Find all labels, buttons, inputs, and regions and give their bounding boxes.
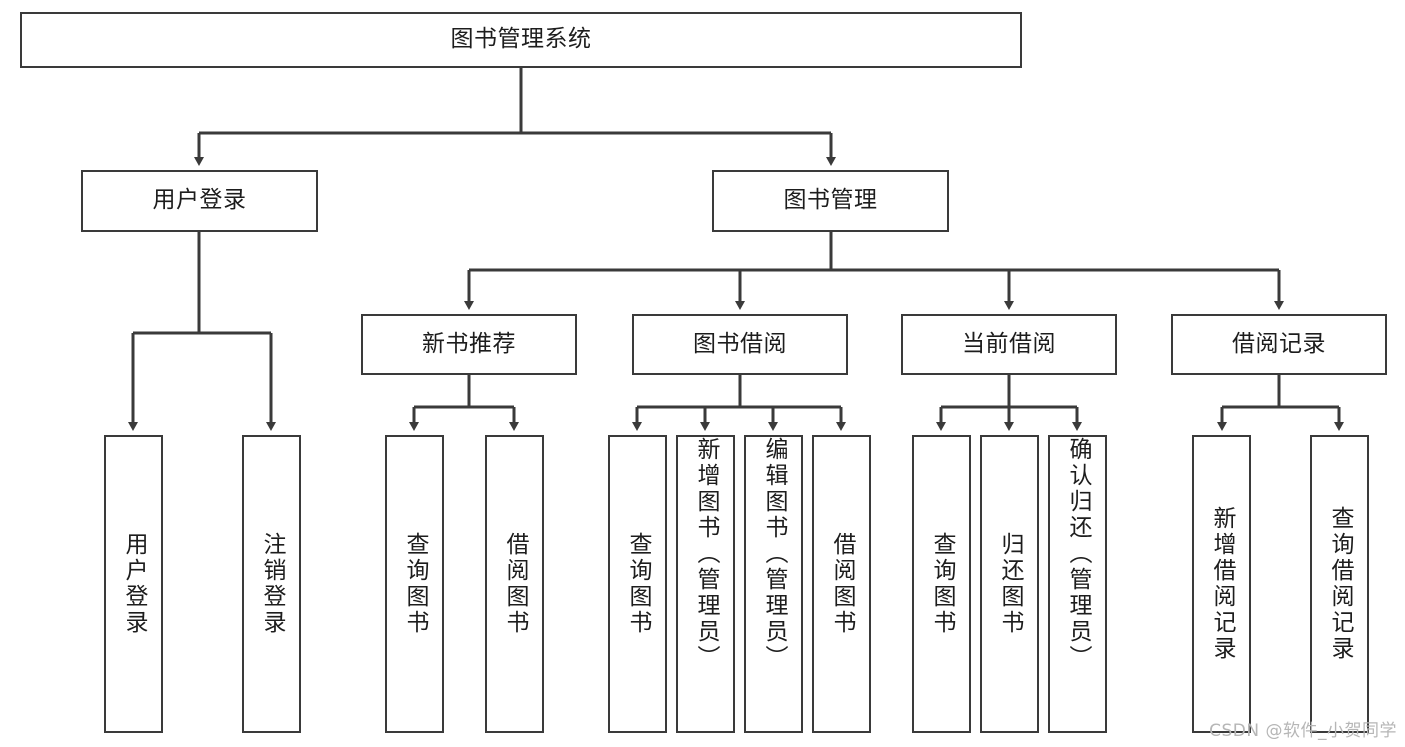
node-label: 新增图书（管理员） — [693, 437, 719, 671]
node-label: 确认归还（管理员） — [1065, 437, 1091, 671]
node-label: 编辑图书（管理员） — [761, 437, 787, 671]
node-label: 借阅图书 — [502, 532, 528, 636]
node-label: 查询借阅记录 — [1327, 506, 1353, 662]
node-label: 图书管理系统 — [450, 26, 592, 53]
node-user-login[interactable]: 用户登录 — [81, 170, 318, 232]
node-new-book-recommend[interactable]: 新书推荐 — [361, 314, 577, 375]
csdn-watermark: CSDN @软件_小贺同学 — [1209, 721, 1397, 741]
node-label: 当前借阅 — [962, 330, 1056, 357]
leaf-query-borrow-record[interactable]: 查询借阅记录 — [1310, 435, 1369, 733]
node-label: 新书推荐 — [422, 330, 516, 357]
node-book-management[interactable]: 图书管理 — [712, 170, 949, 232]
leaf-query-book-b[interactable]: 查询图书 — [608, 435, 667, 733]
leaf-query-book-c[interactable]: 查询图书 — [912, 435, 971, 733]
leaf-return-book[interactable]: 归还图书 — [980, 435, 1039, 733]
node-label: 图书管理 — [783, 187, 878, 214]
node-label: 新增借阅记录 — [1209, 506, 1235, 662]
node-label: 查询图书 — [929, 532, 955, 636]
leaf-borrow-book-b[interactable]: 借阅图书 — [812, 435, 871, 733]
node-label: 借阅记录 — [1232, 330, 1326, 357]
node-borrow-record[interactable]: 借阅记录 — [1171, 314, 1387, 375]
leaf-add-borrow-record[interactable]: 新增借阅记录 — [1192, 435, 1251, 733]
node-label: 查询图书 — [402, 532, 428, 636]
leaf-borrow-book-nb[interactable]: 借阅图书 — [485, 435, 544, 733]
leaf-user-login[interactable]: 用户登录 — [104, 435, 163, 733]
node-label: 归还图书 — [997, 532, 1023, 636]
leaf-add-book-admin[interactable]: 新增图书（管理员） — [676, 435, 735, 733]
leaf-confirm-return-admin[interactable]: 确认归还（管理员） — [1048, 435, 1107, 733]
leaf-query-book-nb[interactable]: 查询图书 — [385, 435, 444, 733]
node-label: 用户登录 — [121, 532, 147, 636]
node-root-system[interactable]: 图书管理系统 — [20, 12, 1022, 68]
node-label: 借阅图书 — [829, 532, 855, 636]
node-label: 注销登录 — [259, 532, 285, 636]
node-label: 查询图书 — [625, 532, 651, 636]
node-book-borrow[interactable]: 图书借阅 — [632, 314, 848, 375]
node-label: 用户登录 — [152, 187, 247, 214]
leaf-logout[interactable]: 注销登录 — [242, 435, 301, 733]
leaf-edit-book-admin[interactable]: 编辑图书（管理员） — [744, 435, 803, 733]
node-label: 图书借阅 — [693, 330, 787, 357]
node-current-borrow[interactable]: 当前借阅 — [901, 314, 1117, 375]
